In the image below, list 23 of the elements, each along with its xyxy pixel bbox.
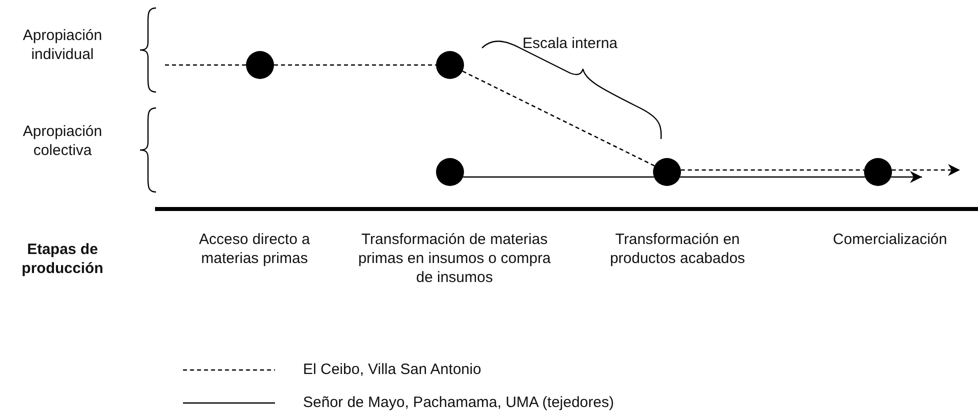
stage-dot <box>653 158 681 186</box>
stage-dot <box>864 158 892 186</box>
legend-text: El Ceibo, Villa San Antonio <box>303 360 482 379</box>
arrow <box>891 171 922 183</box>
axis-title: Etapas de producción <box>20 240 104 278</box>
stage-dot <box>246 51 274 79</box>
stage-label: Acceso directo a materias primas <box>198 230 311 268</box>
stage-dot <box>436 51 464 79</box>
row-label: Apropiación individual <box>22 26 104 64</box>
connector-line <box>463 176 654 178</box>
stage-label: Transformación de materias primas en insumos o compra de insumos <box>357 230 552 287</box>
row-label: Apropiación colectiva <box>22 122 104 160</box>
annotation-text: Escala interna <box>521 34 619 53</box>
stage-dot <box>436 158 464 186</box>
stage-label: Transformación en productos acabados <box>608 230 746 268</box>
stage-label: Comercialización <box>832 230 948 249</box>
arrow <box>892 164 960 176</box>
connector-line <box>274 64 436 66</box>
connector-line <box>680 176 865 178</box>
legend-text: Señor de Mayo, Pachamama, UMA (tejedores) <box>303 393 614 412</box>
connector-line <box>462 70 655 166</box>
connector-line <box>165 64 246 66</box>
connector-line <box>680 169 864 171</box>
